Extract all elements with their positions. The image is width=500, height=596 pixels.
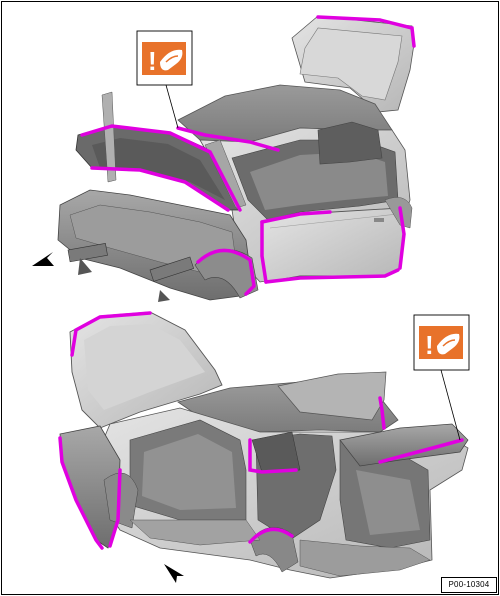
top-bonding-highlights (80, 15, 416, 296)
highlight-front-wheel-arch (196, 248, 256, 296)
caution-bonding-icon: ! (136, 30, 193, 129)
highlight-sill (264, 268, 400, 284)
highlight-rear-door-opening (378, 396, 386, 430)
svg-text:!: ! (425, 330, 434, 360)
highlight-door-rear (398, 206, 406, 270)
svg-text:!: ! (148, 46, 157, 76)
bottom-door (277, 371, 387, 421)
view-arrow-icon (32, 252, 54, 266)
caution-bonding-icon: ! (413, 314, 470, 441)
highlight-bonnet-top-edge (70, 311, 152, 357)
bottom-bonding-highlights (58, 311, 464, 550)
top-body-shell (57, 15, 415, 302)
highlight-tailgate-lower (378, 438, 464, 464)
highlight-bonnet-edge (80, 124, 242, 212)
highlight-pillar (108, 468, 122, 548)
view-arrow-icon (164, 564, 184, 583)
highlight-front-wing (58, 436, 104, 550)
highlight-roof-front-edge (176, 126, 280, 152)
bottom-body-shell (59, 311, 469, 579)
highlight-tailgate-edge (316, 15, 416, 48)
highlight-door-top (260, 210, 332, 224)
highlight-bonnet-lower (90, 166, 230, 212)
highlight-rear-wheel-arch (248, 527, 294, 544)
figure-reference-code: P00-10304 (441, 577, 497, 593)
highlight-door-front (260, 220, 268, 284)
bottom-tailgate (339, 423, 469, 467)
highlight-door-aperture (248, 438, 298, 474)
